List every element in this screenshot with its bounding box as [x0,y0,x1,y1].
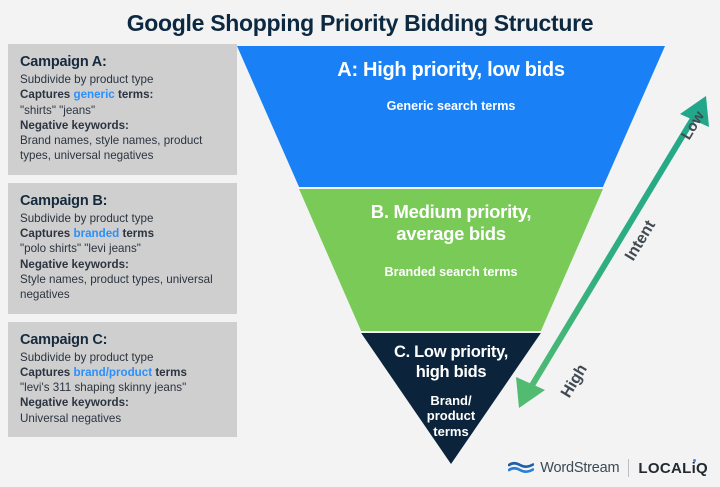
footer-divider [628,459,630,477]
campaign-cards-column: Campaign A: Subdivide by product type Ca… [8,44,237,445]
campaign-a-captures-accent: generic [73,88,115,102]
wordstream-logo: WordStream [508,460,620,476]
campaign-card-c: Campaign C: Subdivide by product type Ca… [8,321,237,438]
campaign-card-b: Campaign B: Subdivide by product type Ca… [8,182,237,314]
campaign-b-captures: Captures branded terms [20,226,225,241]
intent-axis-arrow-icon [516,96,709,408]
funnel-segment-c-heading: C. Low priority,high bids [393,343,509,381]
funnel-segment-a-subtext: Generic search terms [386,99,516,113]
campaign-b-captures-suffix: terms [122,227,155,241]
funnel-segment-a-heading: A: High priority, low bids [337,59,565,81]
campaign-c-captures-accent: brand/product [73,365,153,379]
campaign-a-captures: Captures generic terms: [20,87,225,102]
campaign-b-captures-prefix: Captures [20,227,71,241]
wordstream-wordmark: WordStream [540,460,620,476]
campaign-a-examples: "shirts" "jeans" [20,103,96,117]
campaign-c-negative-value: Universal negatives [20,411,122,425]
campaign-c-captures-suffix: terms [155,365,187,379]
campaign-a-negative-label: Negative keywords: [20,118,129,132]
wordstream-wave-icon [508,461,535,473]
campaign-b-negative-value: Style names, product types, universal ne… [20,272,213,302]
campaign-c-examples: "levi's 311 shaping skinny jeans" [20,381,187,395]
footer-logos: WordStream LOCALiQ [508,458,708,477]
campaign-b-title: Campaign B: [20,192,108,209]
campaign-c-captures: Captures brand/product terms [20,365,225,380]
campaign-a-negative-value: Brand names, style names, product types,… [20,134,203,163]
funnel-segment-a: A: High priority, low bids Generic searc… [237,46,665,187]
localiq-wordmark: LOCALiQ [638,459,708,477]
campaign-b-examples: "polo shirts" "levi jeans" [20,242,141,256]
localiq-logo: LOCALiQ [638,458,708,477]
campaign-c-negative-label: Negative keywords: [20,396,129,410]
funnel-segment-b-subtext: Branded search terms [384,264,518,279]
campaign-c-subdivide: Subdivide by product type [20,350,154,364]
campaign-a-subdivide: Subdivide by product type [20,73,154,86]
inverted-funnel-diagram: A: High priority, low bids Generic searc… [237,46,665,464]
funnel-segment-b-heading: B. Medium priority,average bids [370,201,532,244]
campaign-b-negative-label: Negative keywords: [20,257,129,271]
campaign-a-captures-suffix: terms: [117,88,154,102]
campaign-b-captures-accent: branded [73,227,120,241]
campaign-c-title: Campaign C: [20,331,108,348]
page-title: Google Shopping Priority Bidding Structu… [126,10,594,36]
campaign-b-subdivide: Subdivide by product type [20,211,154,225]
campaign-c-captures-prefix: Captures [20,365,71,379]
campaign-a-captures-prefix: Captures [20,88,71,102]
campaign-card-a: Campaign A: Subdivide by product type Ca… [8,44,237,175]
campaign-a-title: Campaign A: [20,54,107,70]
localiq-i-dot-icon [692,458,696,462]
